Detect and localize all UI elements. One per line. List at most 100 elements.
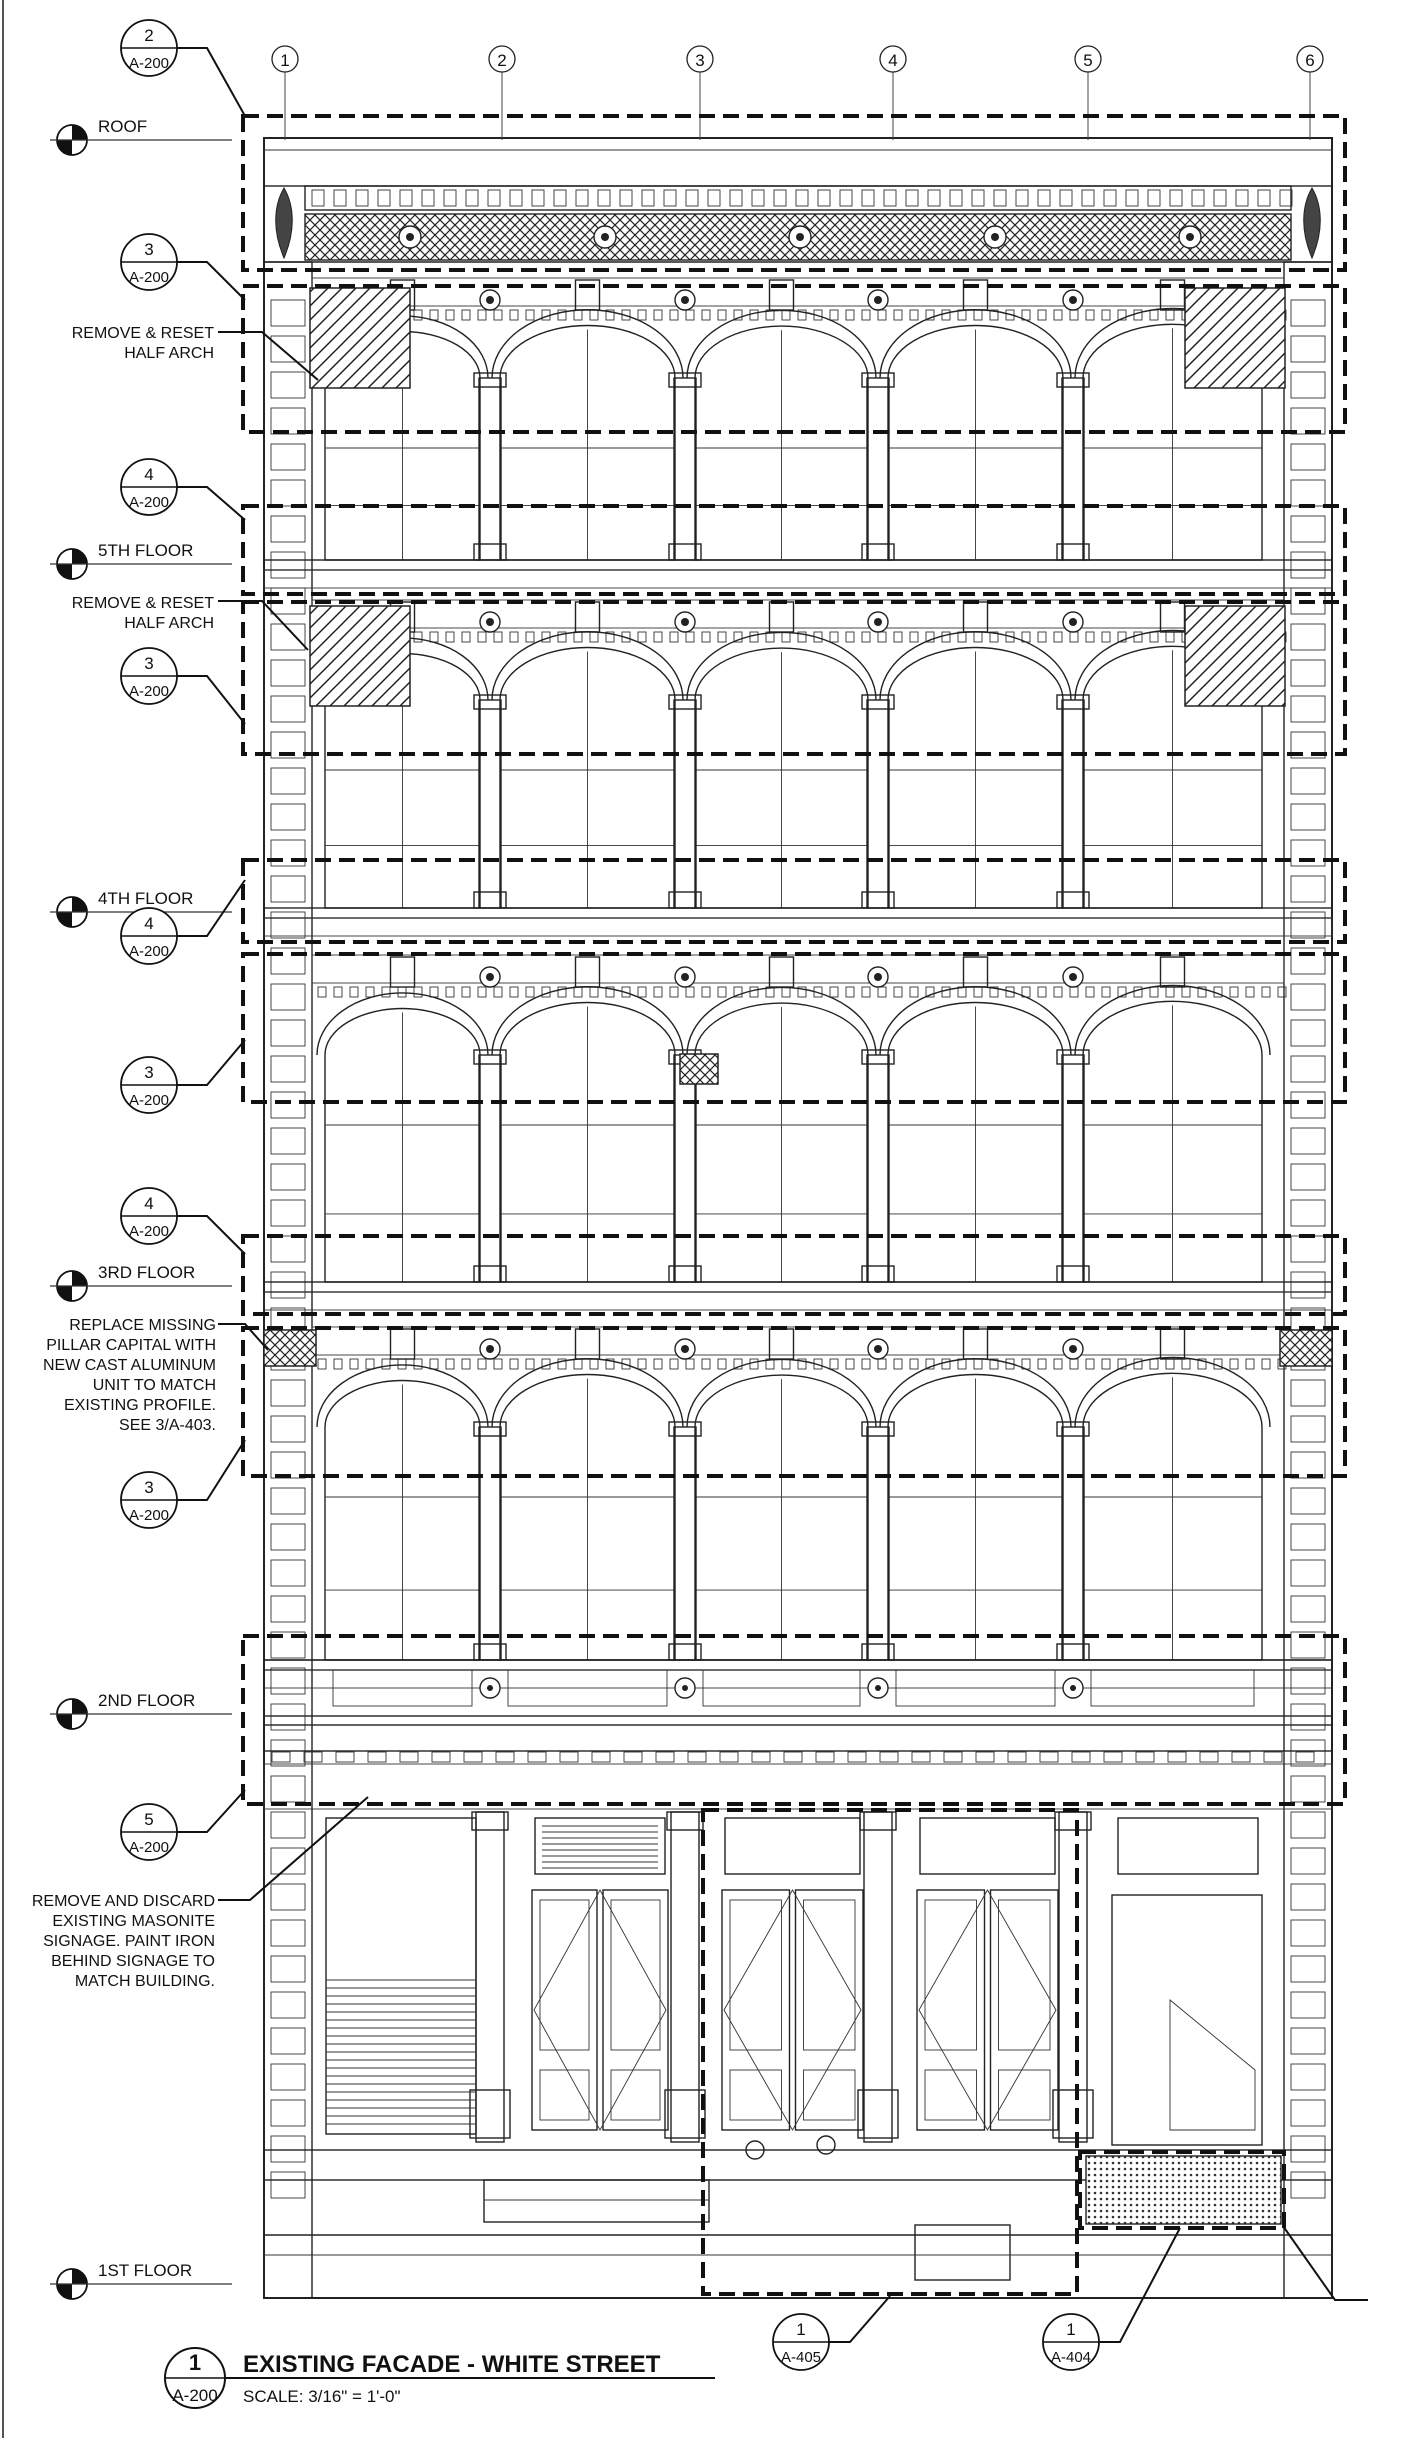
arched-window [324, 1007, 481, 1283]
keystone [1159, 956, 1186, 988]
half-arch-hatch [1184, 605, 1286, 707]
level-label: 4TH FLOOR [98, 889, 193, 908]
note-leader [218, 331, 319, 381]
dashed-callout [1078, 2150, 1286, 2230]
detail-leader [1282, 2225, 1368, 2301]
detail-sheet: A-404 [1051, 2349, 1091, 2366]
section-leader [177, 1215, 246, 1255]
arched-window [1082, 1000, 1263, 1283]
door-leaf [721, 1889, 791, 2131]
note-line: SIGNAGE. PAINT IRON [43, 1933, 215, 1950]
column-capital [1056, 372, 1090, 388]
note-line: EXISTING MASONITE [52, 1913, 215, 1930]
transom [1117, 1817, 1259, 1875]
section-number: 2 [144, 26, 153, 45]
storefront-capital [1054, 1811, 1092, 1831]
section-number: 3 [144, 1478, 153, 1497]
section-leader [177, 261, 246, 301]
keystone [768, 601, 795, 633]
column-capital [668, 1421, 702, 1437]
door-swing [918, 1889, 1057, 2131]
keystone [389, 956, 416, 988]
storefront-column [670, 1811, 700, 2143]
transom [724, 1817, 861, 1875]
arched-window [887, 1001, 1064, 1283]
keystone [768, 1328, 795, 1360]
section-number: 4 [144, 1194, 153, 1213]
level-marker: 5TH FLOOR [50, 541, 232, 580]
column-pier [478, 1054, 502, 1283]
storefront-column [1058, 1811, 1088, 2143]
section-sheet: A-200 [129, 943, 169, 960]
note-line: UNIT TO MATCH [93, 1377, 216, 1394]
step-block [914, 2224, 1011, 2281]
title-sheet: A-200 [172, 2386, 217, 2405]
grid-bubble [686, 45, 714, 73]
keystone [1159, 1328, 1186, 1360]
grid-label: 2 [497, 51, 506, 70]
column-capital [861, 372, 895, 388]
level-label: ROOF [98, 117, 147, 136]
section-sheet: A-200 [129, 1223, 169, 1240]
dashed-callout [241, 952, 1347, 1104]
second-floor-panel-band [263, 1659, 1333, 1717]
dashed-callout [701, 1808, 1079, 2296]
column-capital [861, 694, 895, 710]
section-sheet: A-200 [129, 683, 169, 700]
grid-label: 4 [888, 51, 897, 70]
note-line: HALF ARCH [124, 615, 214, 632]
note-line: SEE 3/A-403. [119, 1417, 216, 1434]
note-line: MATCH BUILDING. [75, 1973, 215, 1990]
section-leader [177, 879, 246, 937]
door-leaf [794, 1889, 864, 2131]
entry-steps [483, 2179, 710, 2223]
door-leaf [916, 1889, 986, 2131]
keystone [962, 601, 989, 633]
dashed-callout [241, 114, 1347, 272]
arched-window [499, 1001, 676, 1283]
level-label: 2ND FLOOR [98, 1691, 195, 1710]
floor-band [263, 1659, 1333, 1671]
transom [534, 1817, 666, 1875]
grid-bubble [879, 45, 907, 73]
door-swing [723, 1889, 862, 2131]
floor-band [263, 907, 1333, 919]
arched-window [887, 1373, 1064, 1661]
note-leader [218, 600, 309, 651]
arcade-band [311, 599, 1285, 629]
level-label: 1ST FLOOR [98, 2261, 192, 2280]
grid-bubble [271, 45, 299, 73]
arched-window [694, 1374, 869, 1661]
floor-band [263, 1281, 1333, 1293]
section-leader [177, 486, 246, 521]
level-label: 3RD FLOOR [98, 1263, 195, 1282]
column-capital [1056, 1421, 1090, 1437]
section-marker: 5A-200 [120, 1789, 246, 1861]
side-pilaster [1283, 261, 1333, 2299]
keystone [962, 279, 989, 311]
section-sheet: A-200 [129, 55, 169, 72]
dashed-callout [241, 504, 1347, 596]
column-capital [861, 1049, 895, 1065]
title-block: 1 A-200 EXISTING FACADE - WHITE STREET S… [164, 2347, 715, 2409]
arched-window [887, 646, 1064, 909]
section-marker: 2A-200 [120, 19, 246, 117]
arch-outer [1074, 984, 1271, 1056]
column-pier [1061, 699, 1085, 909]
section-marker: 3A-200 [120, 1439, 246, 1529]
column-pier [1061, 1426, 1085, 1661]
dashed-callout-boxes [241, 114, 1347, 2296]
drawing-scale: SCALE: 3/16" = 1'-0" [243, 2387, 401, 2406]
level-marker: ROOF [50, 117, 232, 156]
keystone [768, 956, 795, 988]
signage-band [263, 1763, 1333, 1810]
keystone [574, 279, 601, 311]
arched-window [887, 324, 1064, 561]
grid-label: 1 [280, 51, 289, 70]
note-line: REPLACE MISSING [69, 1317, 216, 1334]
section-sheet: A-200 [129, 269, 169, 286]
